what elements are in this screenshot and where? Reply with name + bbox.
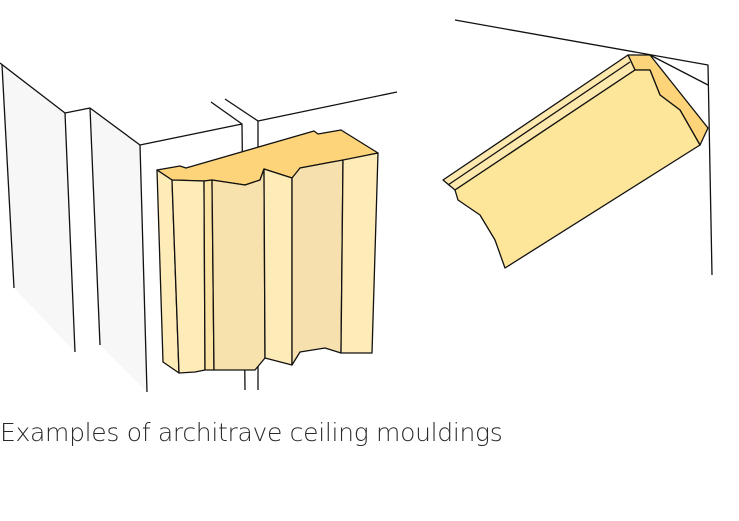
cornice-drawing — [442, 19, 713, 276]
caption: Examples of architrave ceiling mouldings — [0, 418, 503, 447]
architrave-drawing — [0, 62, 398, 393]
wall-shade-left — [2, 65, 75, 352]
wall-shade-mid — [90, 108, 147, 392]
architrave-face-6 — [291, 159, 344, 366]
architrave-face-4 — [211, 168, 266, 371]
architrave-face-5 — [263, 168, 293, 366]
cornice-face — [454, 69, 701, 269]
architrave-face-7 — [340, 152, 379, 354]
architrave-face-2 — [171, 179, 206, 374]
